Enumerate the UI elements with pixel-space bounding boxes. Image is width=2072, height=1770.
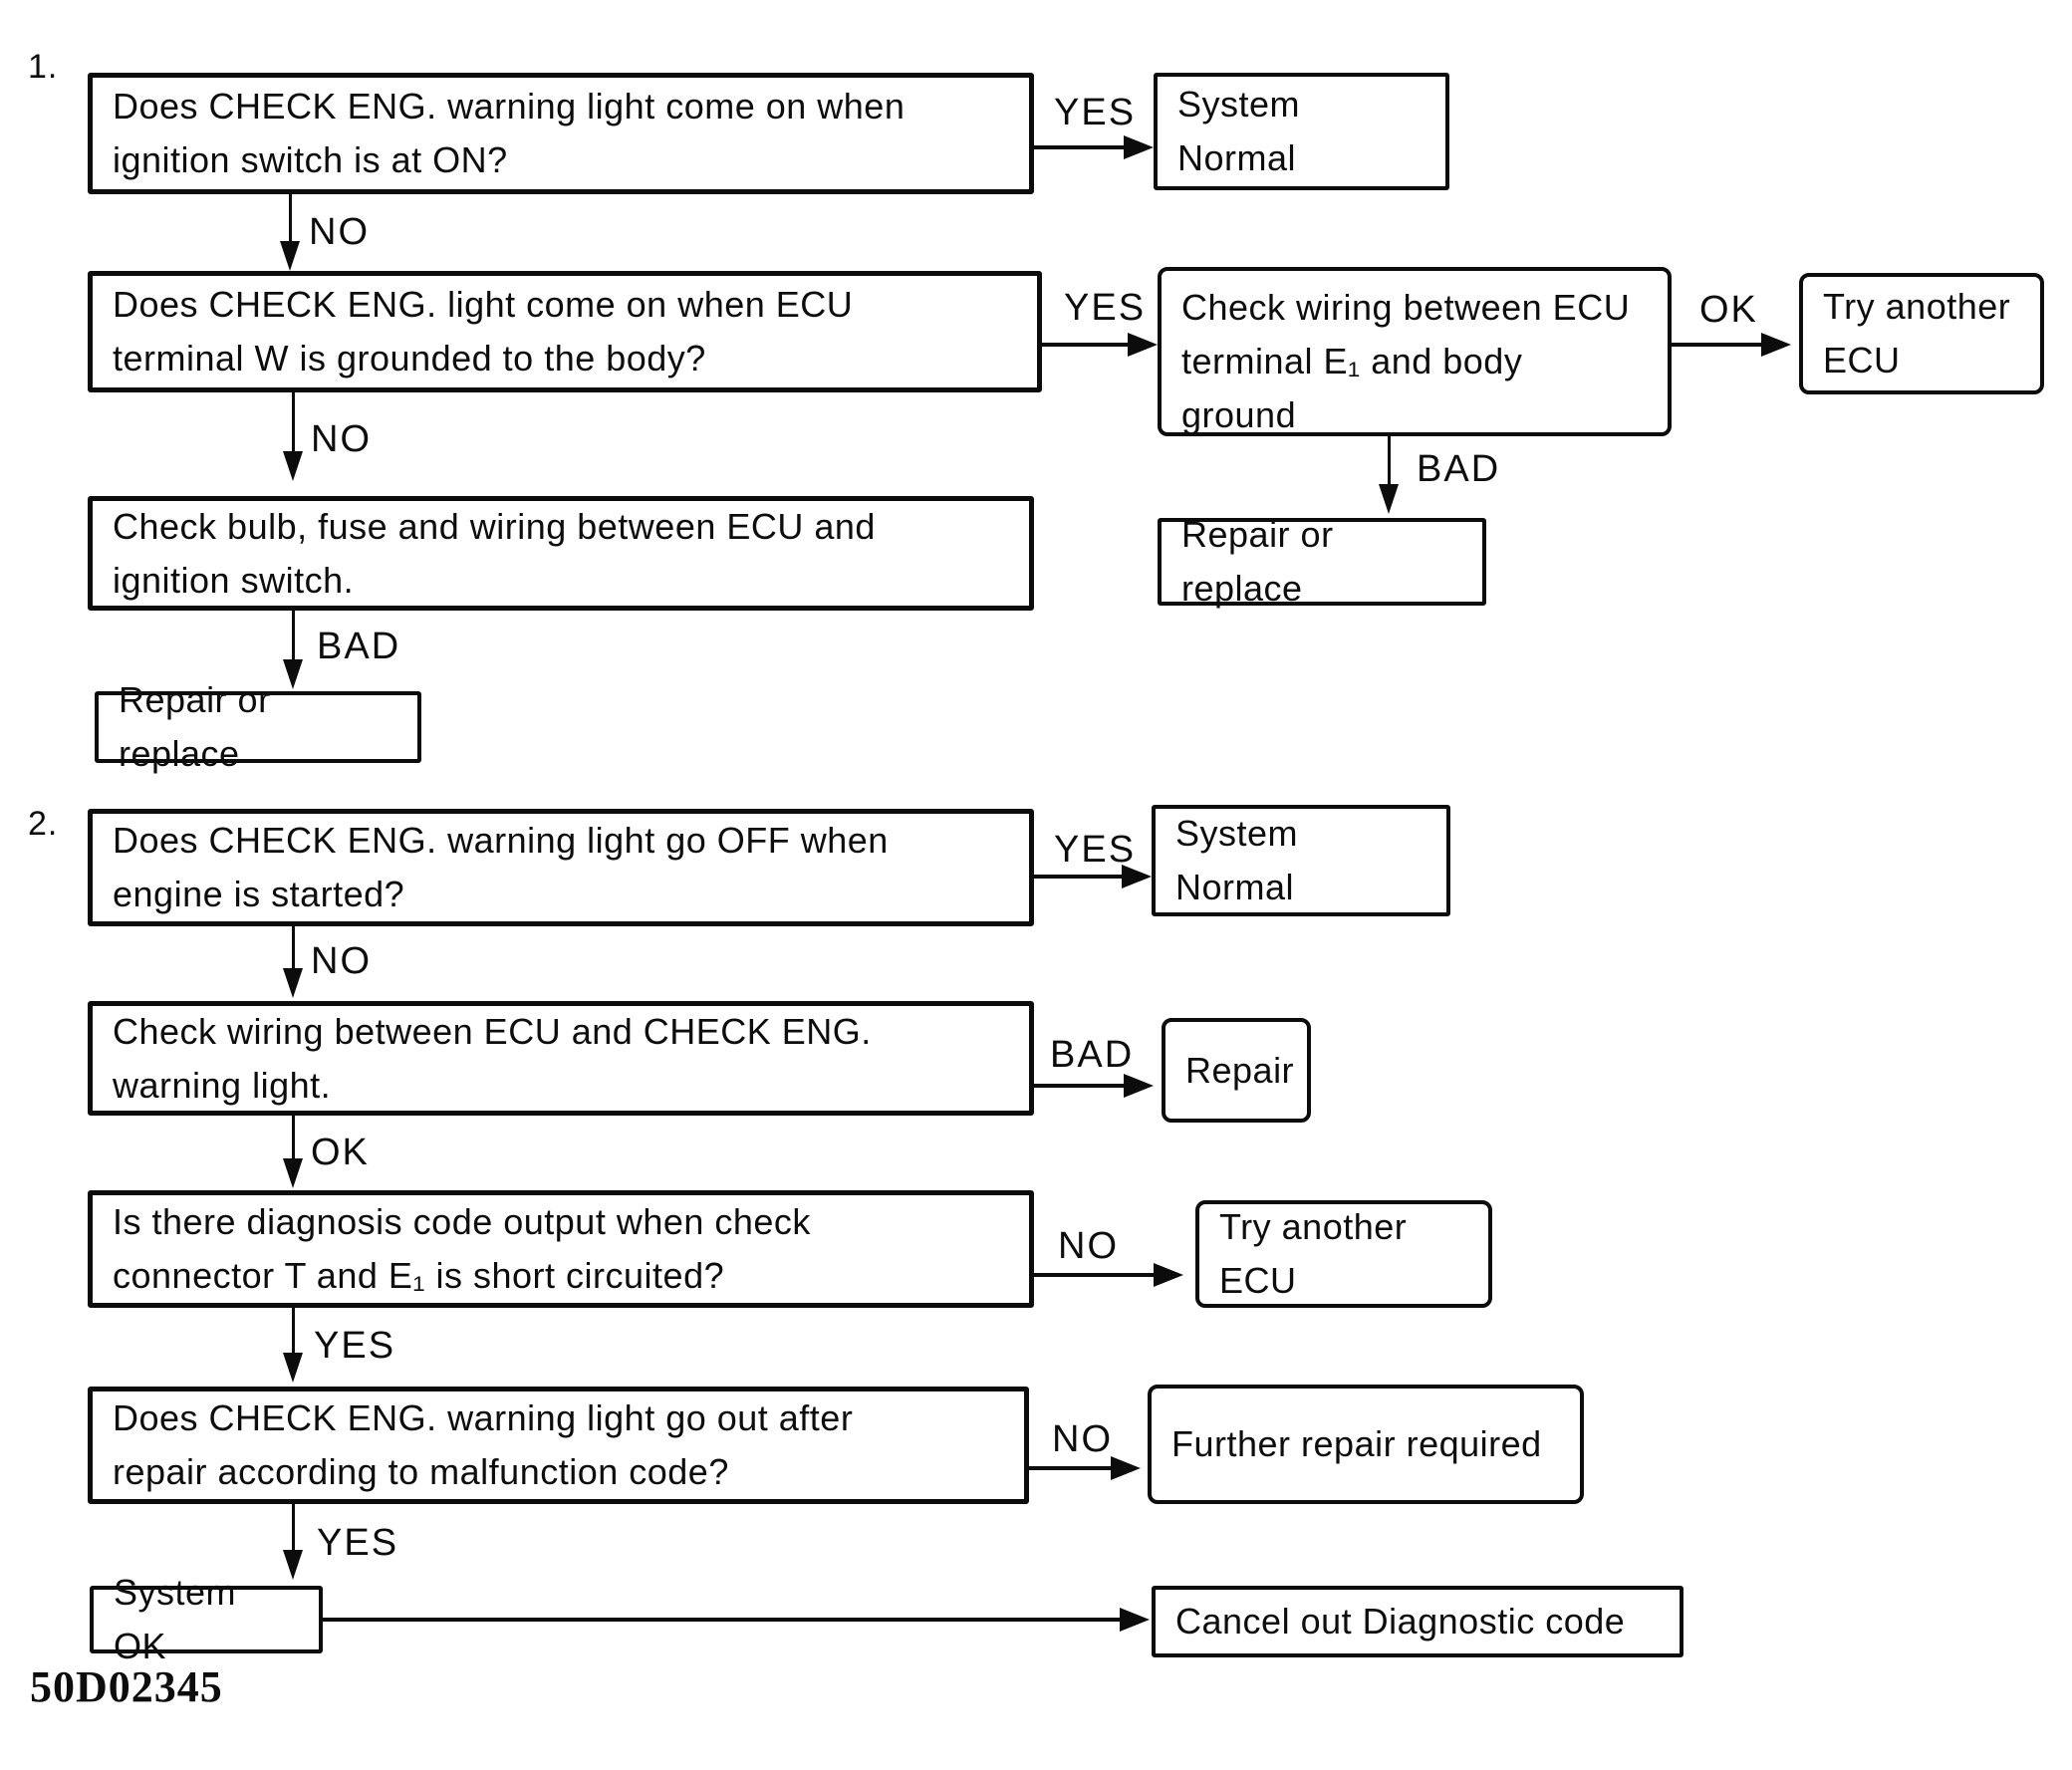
arrowhead-down-icon [283,968,303,998]
arrowhead-down-icon [283,1158,303,1188]
arrowhead-right-icon [1124,1074,1154,1098]
node-repair-or-replace-right: Repair or replace [1158,514,1486,609]
node-q-light-out-after-repair: Does CHECK ENG. warning light go out aft… [88,1387,1029,1504]
node-q-terminal-w-grounded: Does CHECK ENG. light come on when ECU t… [88,271,1042,392]
node-try-another-ecu-1: Try another ECU [1799,273,2044,394]
edge-line [1034,1084,1134,1088]
edge-label-yes: YES [317,1522,399,1564]
arrowhead-down-icon [283,1353,303,1383]
edge-label-yes: YES [1064,287,1147,329]
arrowhead-right-icon [1122,865,1152,888]
edge-line [1034,1273,1164,1277]
figure-code: 50D02345 [30,1662,223,1711]
node-q-diagnosis-code-output: Is there diagnosis code output when chec… [88,1190,1034,1308]
arrowhead-right-icon [1111,1456,1141,1480]
edge-label-bad: BAD [317,626,401,667]
node-check-bulb-fuse: Check bulb, fuse and wiring between ECU … [88,496,1034,611]
node-system-normal-2: System Normal [1152,805,1450,916]
node-q-light-off-started: Does CHECK ENG. warning light go OFF whe… [88,809,1034,926]
node-cancel-diagnostic-code: Cancel out Diagnostic code [1152,1586,1684,1657]
arrowhead-right-icon [1124,135,1154,159]
edge-line [292,392,295,466]
edge-label-yes: YES [1054,92,1137,133]
edge-line [1029,1466,1121,1470]
arrowhead-down-icon [280,241,300,271]
node-system-ok: System OK [90,1572,323,1666]
arrowhead-down-icon [283,1550,303,1580]
node-check-wiring-warning-light: Check wiring between ECU and CHECK ENG. … [88,1001,1034,1116]
section-1-number: 1. [28,48,59,86]
edge-line [292,611,295,676]
edge-label-no: NO [1058,1225,1119,1267]
arrowhead-right-icon [1120,1608,1150,1632]
edge-label-bad: BAD [1417,448,1501,490]
edge-line [1388,436,1391,488]
edge-label-no: NO [309,211,370,253]
edge-line [292,1116,295,1175]
edge-label-no: NO [311,418,372,460]
edge-line [1672,343,1771,347]
node-repair: Repair [1162,1018,1311,1123]
node-try-another-ecu-2: Try another ECU [1195,1200,1492,1308]
node-check-wiring-e1: Check wiring between ECU terminal E₁ and… [1158,267,1672,436]
edge-label-yes: YES [314,1325,396,1367]
edge-line [1042,343,1138,347]
edge-label-no: NO [311,940,372,982]
edge-line [1034,875,1132,879]
edge-line [289,194,292,256]
arrowhead-right-icon [1128,333,1158,357]
edge-line [323,1618,1130,1622]
edge-label-yes: YES [1054,829,1137,871]
node-system-normal-1: System Normal [1154,73,1449,190]
edge-line [1034,145,1134,149]
arrowhead-down-icon [283,451,303,481]
edge-label-no: NO [1052,1418,1113,1460]
edge-label-ok: OK [311,1132,370,1173]
node-further-repair-required: Further repair required [1148,1385,1584,1504]
edge-line [292,1504,295,1568]
edge-line [292,1308,295,1370]
arrowhead-right-icon [1154,1263,1183,1287]
section-2-number: 2. [28,805,59,843]
edge-label-bad: BAD [1050,1034,1135,1076]
arrowhead-down-icon [1379,484,1399,514]
edge-label-ok: OK [1699,289,1758,331]
arrowhead-right-icon [1761,333,1791,357]
node-repair-or-replace-left: Repair or replace [95,679,421,774]
arrowhead-down-icon [283,659,303,689]
edge-line [292,926,295,984]
node-q-warning-light-on: Does CHECK ENG. warning light come on wh… [88,73,1034,194]
